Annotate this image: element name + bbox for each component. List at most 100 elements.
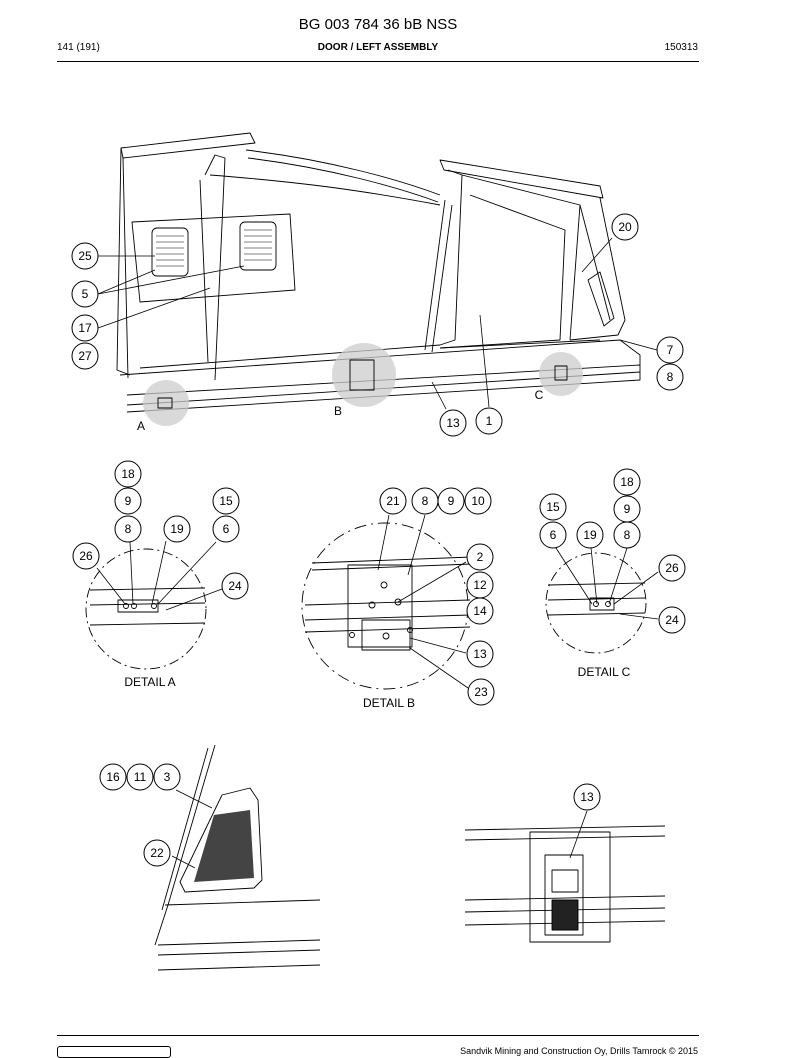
detail-b-zone bbox=[332, 343, 396, 407]
callout-v-11 bbox=[126, 763, 154, 791]
section-title: DOOR / LEFT ASSEMBLY bbox=[317, 42, 439, 53]
callout-1 bbox=[475, 407, 503, 435]
callout-c-6-text: 6 bbox=[550, 528, 557, 542]
callout-c-24 bbox=[658, 606, 686, 634]
callout-a-24 bbox=[221, 572, 249, 600]
detail-b-caption: DETAIL B bbox=[363, 696, 415, 710]
callout-a-26 bbox=[72, 542, 100, 570]
callout-b-21 bbox=[379, 487, 407, 515]
callout-a-6-text: 6 bbox=[223, 522, 230, 536]
callout-c-19-text: 19 bbox=[583, 528, 597, 542]
document-number: BG 003 784 36 bB NSS bbox=[298, 16, 458, 33]
callout-27 bbox=[71, 342, 99, 370]
callout-c-26-text: 26 bbox=[665, 561, 679, 575]
callout-v-3-text: 3 bbox=[164, 770, 171, 784]
detail-c-zone bbox=[539, 352, 583, 396]
vent-grille-right bbox=[244, 229, 272, 261]
callout-25-text: 25 bbox=[78, 249, 92, 263]
latch-c bbox=[554, 365, 568, 381]
callout-b-9 bbox=[437, 487, 465, 515]
callout-a-18-text: 18 bbox=[121, 467, 135, 481]
callout-a-26-text: 26 bbox=[79, 549, 93, 563]
callout-l-13 bbox=[573, 783, 601, 811]
page-number: 141 (191) bbox=[57, 42, 100, 53]
callout-20-text: 20 bbox=[618, 220, 632, 234]
detail-c-boundary bbox=[545, 552, 647, 654]
callout-a-24-text: 24 bbox=[228, 579, 242, 593]
callout-b-21-text: 21 bbox=[386, 494, 400, 508]
detail-a-bracket bbox=[117, 599, 159, 613]
callout-b-12-text: 12 bbox=[473, 578, 487, 592]
footer-copyright: Sandvik Mining and Construction Oy, Dril… bbox=[460, 1046, 698, 1056]
callout-c-6 bbox=[539, 521, 567, 549]
callout-c-15-text: 15 bbox=[546, 500, 560, 514]
callout-b-10-text: 10 bbox=[471, 494, 485, 508]
callout-b-14 bbox=[466, 597, 494, 625]
callout-l-13-text: 13 bbox=[580, 790, 594, 804]
callout-25 bbox=[71, 242, 99, 270]
footer-rule bbox=[57, 1035, 699, 1036]
callout-b-2 bbox=[466, 543, 494, 571]
callout-c-24-text: 24 bbox=[665, 613, 679, 627]
callout-c-19 bbox=[576, 521, 604, 549]
callout-v-16-text: 16 bbox=[106, 770, 120, 784]
callout-20 bbox=[611, 213, 639, 241]
callout-v-16 bbox=[99, 763, 127, 791]
callout-a-19 bbox=[163, 515, 191, 543]
detail-c-caption: DETAIL C bbox=[578, 665, 631, 679]
marker-b: B bbox=[334, 404, 342, 418]
callout-b-10 bbox=[464, 487, 492, 515]
callout-b-23 bbox=[467, 678, 495, 706]
callout-a-18 bbox=[114, 460, 142, 488]
callout-b-13-text: 13 bbox=[473, 647, 487, 661]
vent-mesh bbox=[194, 810, 254, 882]
callout-5-text: 5 bbox=[82, 287, 89, 301]
callout-7 bbox=[656, 336, 684, 364]
hinge-bracket bbox=[349, 359, 375, 391]
callout-b-13 bbox=[466, 640, 494, 668]
callout-b-2-text: 2 bbox=[477, 550, 484, 564]
callout-b-8-text: 8 bbox=[422, 494, 429, 508]
callout-v-22 bbox=[143, 839, 171, 867]
leader-lines bbox=[96, 237, 659, 869]
callout-8-text: 8 bbox=[667, 370, 674, 384]
callout-a-15-text: 15 bbox=[219, 494, 233, 508]
marker-c: C bbox=[535, 388, 544, 402]
detail-a-zone bbox=[143, 380, 189, 426]
company-logo bbox=[57, 1046, 171, 1058]
callout-c-18 bbox=[613, 468, 641, 496]
callout-a-15 bbox=[212, 487, 240, 515]
detail-b-hinge bbox=[347, 564, 413, 648]
callout-a-8-text: 8 bbox=[125, 522, 132, 536]
latch-body bbox=[544, 854, 584, 936]
callout-a-9-text: 9 bbox=[125, 494, 132, 508]
callout-c-18-text: 18 bbox=[620, 475, 634, 489]
date-code: 150313 bbox=[664, 42, 698, 53]
detail-a-caption: DETAIL A bbox=[124, 675, 175, 689]
vent-frame bbox=[179, 787, 263, 893]
callout-a-6 bbox=[212, 515, 240, 543]
callout-8 bbox=[656, 363, 684, 391]
callout-v-3 bbox=[153, 763, 181, 791]
callout-5 bbox=[71, 280, 99, 308]
latch-a bbox=[157, 397, 173, 409]
callout-b-9-text: 9 bbox=[448, 494, 455, 508]
callout-7-text: 7 bbox=[667, 343, 674, 357]
callout-c-15 bbox=[539, 493, 567, 521]
latch-housing bbox=[529, 831, 611, 943]
callout-bubbles bbox=[71, 213, 686, 867]
detail-b-boundary bbox=[301, 522, 469, 690]
callout-a-19-text: 19 bbox=[170, 522, 184, 536]
vent-grille-left bbox=[156, 235, 184, 267]
callout-v-11-text: 11 bbox=[134, 770, 147, 784]
callout-c-9-text: 9 bbox=[624, 502, 631, 516]
callout-17-text: 17 bbox=[78, 321, 92, 335]
callout-b-14-text: 14 bbox=[473, 604, 487, 618]
callout-a-8 bbox=[114, 515, 142, 543]
callout-b-23-text: 23 bbox=[474, 685, 488, 699]
callout-13-text: 13 bbox=[446, 416, 460, 430]
marker-a: A bbox=[137, 419, 145, 433]
callout-c-8 bbox=[613, 521, 641, 549]
callout-a-9 bbox=[114, 487, 142, 515]
